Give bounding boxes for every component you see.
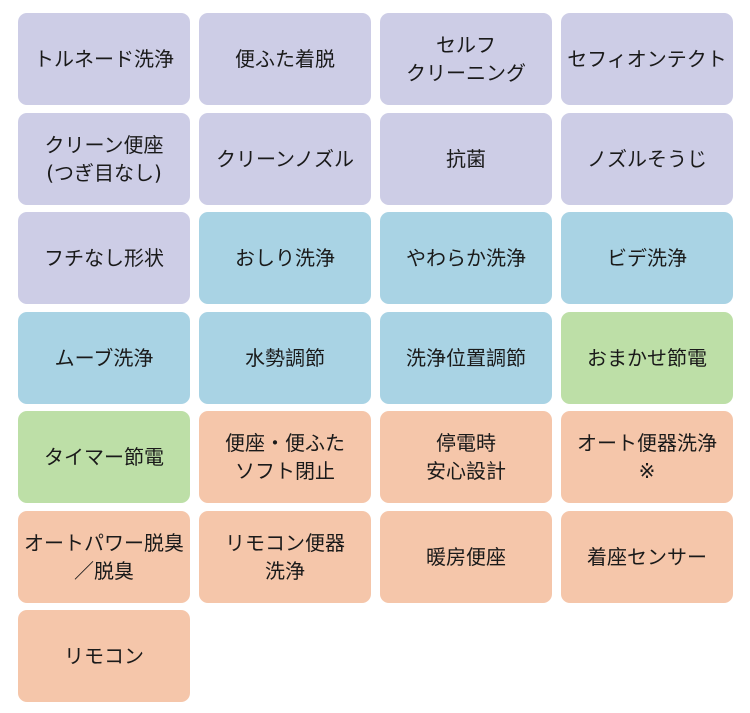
feature-tile-removable-lid: 便ふた着脱 xyxy=(199,13,371,105)
feature-tile-move-wash: ムーブ洗浄 xyxy=(18,311,190,404)
feature-tile-bidet-wash: ビデ洗浄 xyxy=(561,212,733,304)
feature-grid: トルネード洗浄 便ふた着脱 セルフ クリーニング セフィオンテクト クリーン便座… xyxy=(18,13,733,702)
feature-tile-soft-wash: やわらか洗浄 xyxy=(380,212,552,304)
feature-tile-power-outage-design: 停電時 安心設計 xyxy=(380,411,552,503)
feature-tile-timer-power-save: タイマー節電 xyxy=(18,411,190,503)
feature-tile-cefiontect: セフィオンテクト xyxy=(561,13,733,105)
feature-tile-remote-flush: リモコン便器 洗浄 xyxy=(199,510,371,603)
feature-tile-wash-position: 洗浄位置調節 xyxy=(380,311,552,404)
feature-tile-auto-power-save: おまかせ節電 xyxy=(561,311,733,404)
feature-tile-soft-close: 便座・便ふた ソフト閉止 xyxy=(199,411,371,503)
feature-tile-clean-nozzle: クリーンノズル xyxy=(199,112,371,205)
feature-tile-auto-flush: オート便器洗浄 ※ xyxy=(561,411,733,503)
feature-tile-antibacterial: 抗菌 xyxy=(380,112,552,205)
feature-tile-seat-sensor: 着座センサー xyxy=(561,510,733,603)
feature-tile-water-pressure: 水勢調節 xyxy=(199,311,371,404)
feature-tile-nozzle-cleaning: ノズルそうじ xyxy=(561,112,733,205)
feature-tile-heated-seat: 暖房便座 xyxy=(380,510,552,603)
feature-tile-self-cleaning: セルフ クリーニング xyxy=(380,13,552,105)
feature-tile-clean-seat: クリーン便座 (つぎ目なし) xyxy=(18,112,190,205)
feature-tile-tornado-flush: トルネード洗浄 xyxy=(18,13,190,105)
feature-tile-rimless: フチなし形状 xyxy=(18,212,190,304)
feature-tile-remote-control: リモコン xyxy=(18,610,190,702)
feature-tile-rear-wash: おしり洗浄 xyxy=(199,212,371,304)
feature-tile-auto-deodorize: オートパワー脱臭 ／脱臭 xyxy=(18,510,190,603)
